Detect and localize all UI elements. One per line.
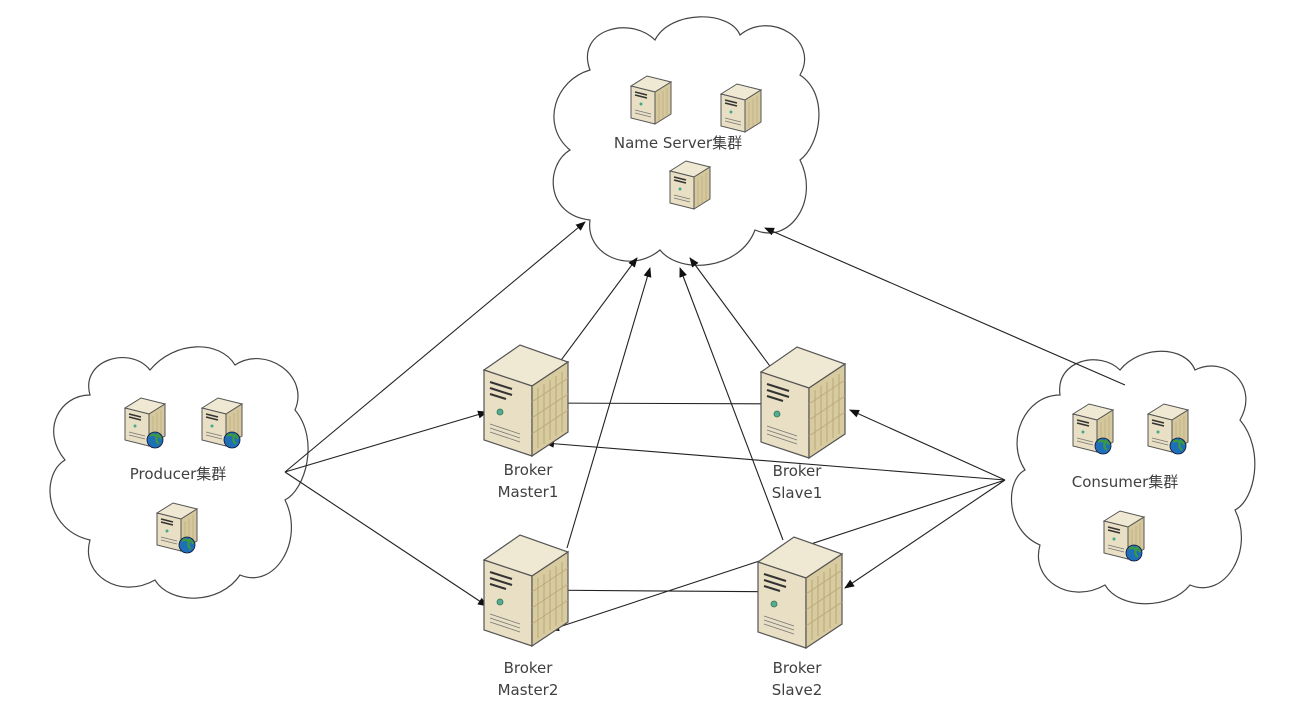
connections bbox=[284, 221, 1126, 631]
server-icon bbox=[669, 160, 711, 210]
edge-producer-master2 bbox=[284, 471, 488, 607]
broker-slave1: Broker Slave1 bbox=[760, 346, 846, 502]
broker-slave2: Broker Slave2 bbox=[757, 536, 843, 699]
consumer-cloud bbox=[1010, 350, 1256, 605]
edge-master2-slave2 bbox=[529, 587, 801, 596]
server-with-globe-icon bbox=[1148, 404, 1188, 454]
edge-consumer-slave2 bbox=[844, 479, 1006, 589]
edge-consumer-slave1 bbox=[849, 409, 1006, 481]
broker-slave1-label-line1: Broker bbox=[773, 462, 823, 480]
server-with-globe-icon bbox=[1104, 511, 1144, 561]
broker-master2-label-line1: Broker bbox=[504, 659, 554, 677]
producer-cloud bbox=[49, 346, 309, 599]
broker-master2-label-line2: Master2 bbox=[498, 681, 559, 699]
broker-slave2-label-line2: Slave2 bbox=[772, 681, 823, 699]
broker-master1: Broker Master1 bbox=[483, 344, 569, 501]
server-icon bbox=[630, 75, 672, 125]
edge-producer-nameserver bbox=[284, 221, 586, 473]
name-server-cloud bbox=[552, 16, 820, 266]
server-tower-icon bbox=[483, 534, 569, 647]
broker-master1-label-line2: Master1 bbox=[498, 483, 559, 501]
edge-producer-master1 bbox=[284, 410, 488, 473]
server-with-globe-icon bbox=[125, 398, 165, 448]
consumer-label: Consumer集群 bbox=[1072, 473, 1179, 491]
broker-slave1-label-line2: Slave1 bbox=[772, 484, 823, 502]
server-with-globe-icon bbox=[157, 503, 197, 553]
server-tower-icon bbox=[483, 344, 569, 457]
edge-consumer-nameserver bbox=[764, 227, 1126, 386]
broker-master2: Broker Master2 bbox=[483, 534, 569, 699]
broker-master1-label-line1: Broker bbox=[504, 461, 554, 479]
server-tower-icon bbox=[757, 536, 843, 649]
server-tower-icon bbox=[760, 346, 846, 459]
name-server-cluster: Name Server集群 bbox=[614, 75, 762, 210]
name-server-label: Name Server集群 bbox=[614, 134, 742, 152]
edge-master2-nameserver bbox=[566, 267, 652, 549]
producer-label: Producer集群 bbox=[130, 465, 226, 483]
broker-slave2-label-line1: Broker bbox=[773, 659, 823, 677]
edge-master1-slave1 bbox=[529, 399, 806, 408]
server-icon bbox=[720, 83, 762, 133]
consumer-cluster: Consumer集群 bbox=[1072, 404, 1188, 561]
server-with-globe-icon bbox=[1073, 404, 1113, 454]
producer-cluster: Producer集群 bbox=[125, 398, 242, 553]
edge-consumer-master1 bbox=[544, 439, 1006, 481]
server-with-globe-icon bbox=[202, 398, 242, 448]
